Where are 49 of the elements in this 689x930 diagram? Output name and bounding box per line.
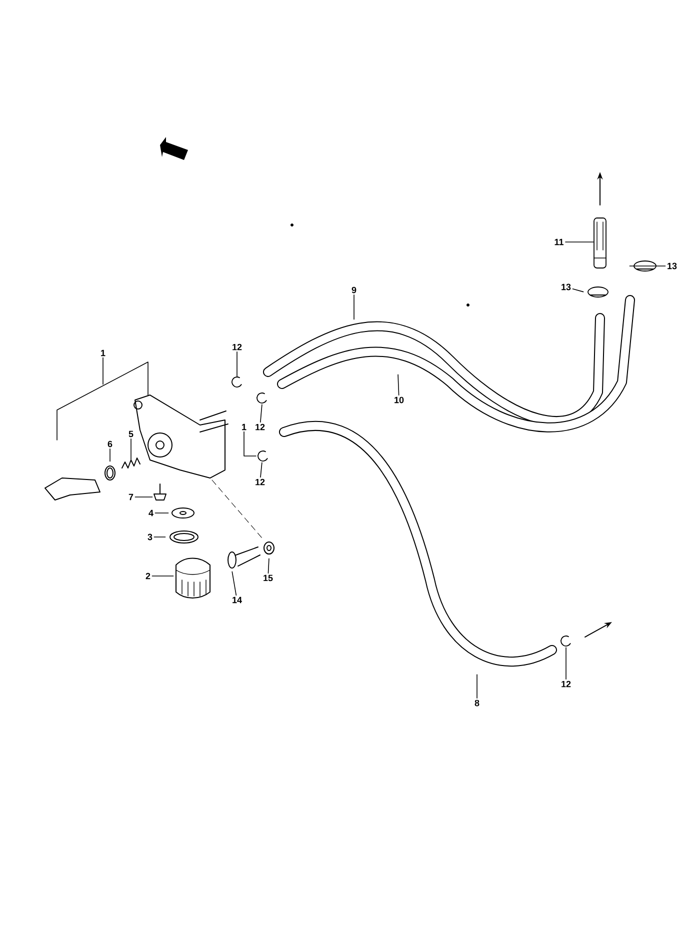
callout-number: 13 — [562, 284, 571, 290]
leader-line — [260, 404, 262, 423]
leader-line — [244, 431, 256, 456]
cup-drawing — [176, 558, 210, 598]
callout-number: 9 — [352, 286, 356, 294]
o-ring-drawing — [104, 466, 116, 480]
clip-drawing — [232, 376, 242, 388]
hose-drawing — [279, 421, 557, 667]
screw-drawing — [154, 484, 166, 500]
leader-line — [154, 512, 169, 514]
leader-line — [268, 558, 270, 574]
callout-number: 2 — [146, 572, 150, 580]
callout-number: 13 — [668, 262, 677, 270]
leader-line — [102, 357, 104, 385]
clip-drawing — [258, 450, 268, 462]
o-ring-drawing — [170, 530, 198, 544]
leader-line — [154, 536, 166, 538]
clip-drawing — [560, 636, 571, 646]
callout-number: 12 — [562, 680, 571, 688]
leader-line — [236, 351, 238, 377]
washer-drawing — [172, 508, 194, 518]
callout-number: 12 — [256, 478, 265, 486]
nipple-drawing — [594, 218, 606, 268]
ring-drawing — [634, 260, 656, 272]
leader-line — [260, 462, 262, 478]
callout-number: 7 — [128, 494, 134, 500]
leader-line — [130, 438, 132, 460]
clip-drawing — [256, 392, 267, 404]
callout-number: 15 — [264, 574, 273, 582]
callout-number: 3 — [148, 534, 152, 540]
leader-line — [212, 480, 262, 538]
callout-number: 4 — [148, 510, 154, 516]
hose-drawing — [277, 295, 635, 432]
leader-line — [572, 288, 584, 292]
callout-number: 1 — [101, 350, 106, 356]
leader-line — [232, 571, 237, 596]
callout-number: 12 — [232, 344, 242, 350]
leader-line — [134, 496, 153, 498]
callout-number: 1 — [242, 424, 246, 430]
callout-number: 11 — [554, 238, 564, 246]
leader-line — [476, 674, 478, 699]
fuel-cock-drawing — [56, 362, 228, 478]
bolt-drawing — [228, 546, 260, 568]
callout-number: 8 — [474, 700, 480, 706]
washer-drawing — [264, 542, 274, 554]
callout-number: 14 — [232, 596, 242, 604]
callout-number: 12 — [256, 424, 265, 430]
leader-line — [398, 374, 400, 396]
ring-drawing — [588, 286, 608, 298]
